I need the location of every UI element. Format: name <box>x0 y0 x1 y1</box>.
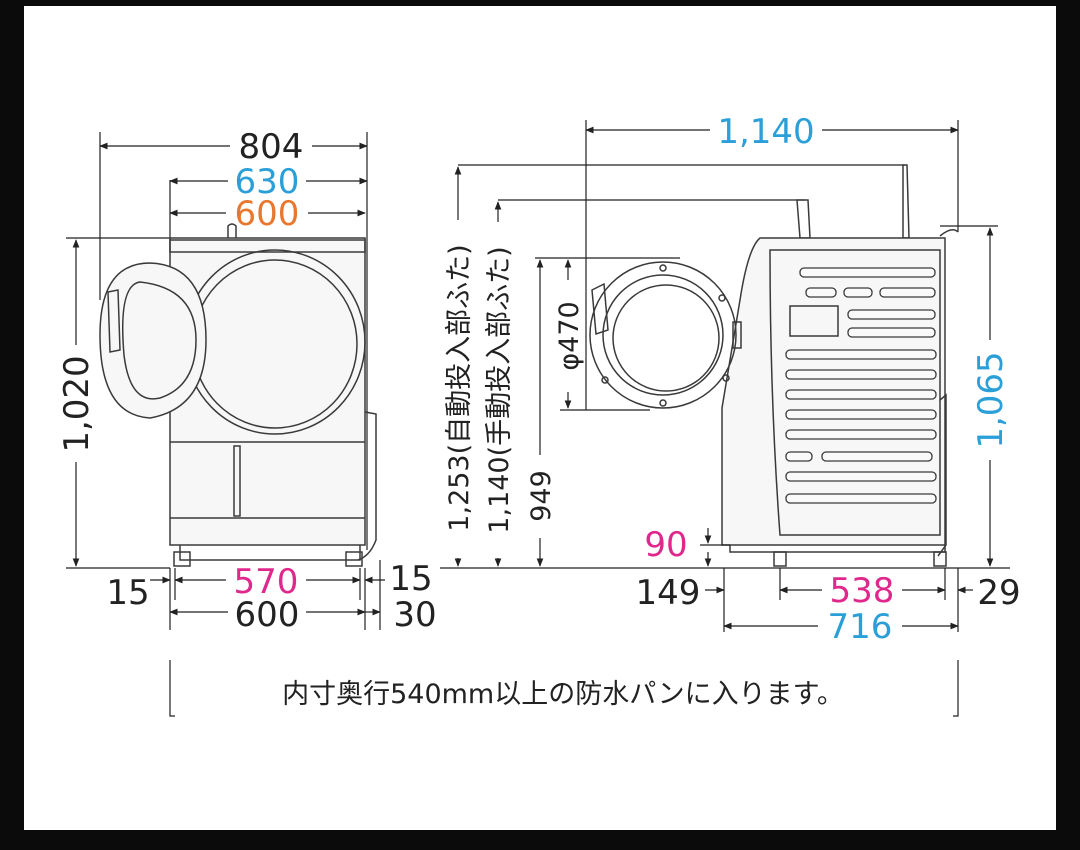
side-label-plate <box>789 305 839 337</box>
dim-height: 1,020 <box>57 355 97 452</box>
top-fitting <box>227 223 237 238</box>
dim-foot-span: 570 <box>234 562 299 602</box>
vent-slot <box>821 451 933 462</box>
top-lid <box>169 237 366 253</box>
dim-side-foot-span: 538 <box>830 571 895 611</box>
side-foot-rear <box>933 551 947 567</box>
door-screw <box>601 376 609 384</box>
door-outer-ring <box>589 261 737 409</box>
drawer-handle <box>233 445 241 517</box>
vent-slot <box>785 493 937 504</box>
vent-slot <box>805 287 837 298</box>
door-glass <box>121 281 197 400</box>
dim-width-lid-opening: 630 <box>235 162 300 202</box>
door-handle <box>107 289 121 353</box>
dim-height-body: 1,065 <box>971 351 1011 448</box>
vent-slot <box>785 369 937 380</box>
auto-lid <box>902 164 910 239</box>
side-hose <box>357 411 377 561</box>
dim-foot-inset-right: 15 <box>389 559 432 599</box>
vent-slot <box>785 409 937 420</box>
dim-foot-inset-left: 15 <box>106 573 149 613</box>
dim-height-auto-lid: 1,253(自動投入部ふた) <box>444 244 475 531</box>
side-base <box>729 545 946 553</box>
note-box: 内寸奥行540mm以上の防水パンに入ります。 <box>169 660 959 717</box>
vent-slot <box>785 451 813 462</box>
note-bracket-left <box>169 660 175 717</box>
hose-top <box>939 229 959 237</box>
door-glass-ring <box>612 284 720 392</box>
vent-slot <box>785 349 937 360</box>
dim-front-overhang: 149 <box>636 573 701 613</box>
door-middle-ring <box>602 274 724 396</box>
vent-slot <box>843 287 873 298</box>
door-screw <box>659 264 667 272</box>
foot-left <box>173 551 191 567</box>
dimension-diagram: 804 630 600 1,020 15 570 15 600 30 <box>57 112 1021 717</box>
door-hinge <box>591 282 609 336</box>
door-screw <box>659 399 667 407</box>
front-body <box>169 239 366 546</box>
dim-door-diameter: φ470 <box>554 301 585 370</box>
door-screw <box>722 374 730 382</box>
dim-depth-body: 716 <box>828 607 893 647</box>
vent-slot <box>785 429 937 440</box>
vent-slot <box>785 471 937 482</box>
front-view: 804 630 600 1,020 15 570 15 600 30 <box>57 127 437 635</box>
dim-height-manual-lid: 1,140(手動投入部ふた) <box>484 246 515 533</box>
side-foot-front <box>773 551 787 567</box>
door-latch <box>732 321 742 349</box>
vent-slot <box>785 389 937 400</box>
vent-slot <box>847 327 936 338</box>
note-text: 内寸奥行540mm以上の防水パンに入ります。 <box>282 679 844 710</box>
open-door <box>99 262 207 419</box>
dim-width-overall: 804 <box>239 127 304 167</box>
manual-lid <box>796 199 811 239</box>
vent-slot <box>847 309 936 320</box>
dim-rear-offset: 29 <box>977 573 1020 613</box>
dim-depth-overall: 1,140 <box>717 112 814 152</box>
dim-width-top: 600 <box>235 194 300 234</box>
diagram-panel: 804 630 600 1,020 15 570 15 600 30 <box>24 6 1056 830</box>
side-panel <box>769 249 941 536</box>
door-screw <box>718 294 726 302</box>
hose-rear <box>937 393 947 557</box>
dim-bottom-clearance: 90 <box>644 525 687 565</box>
dim-door-center-height: 949 <box>526 470 557 522</box>
vent-slot <box>799 267 936 278</box>
note-bracket-right <box>953 660 959 717</box>
dim-base-width: 600 <box>235 595 300 635</box>
door-detail <box>589 261 742 409</box>
pedestal <box>179 545 361 561</box>
dim-right-protrusion: 30 <box>393 595 436 635</box>
vent-slot <box>879 287 936 298</box>
side-view: 1,140 1,253(自動投入部ふた) 1,140(手動投入部ふた) 949 … <box>444 112 1021 647</box>
